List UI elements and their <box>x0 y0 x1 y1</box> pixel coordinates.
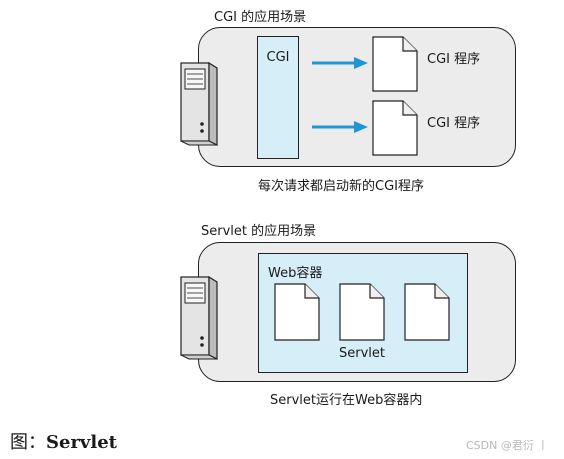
servlet-caption: Servlet运行在Web容器内 <box>270 393 423 408</box>
servlet-section-title: Servlet 的应用场景 <box>201 224 317 239</box>
document-icon <box>339 283 385 341</box>
document-icon <box>372 100 418 156</box>
document-icon <box>372 36 418 92</box>
document-icon <box>274 283 320 341</box>
watermark: CSDN @君衍 丨 <box>466 439 549 452</box>
cgi-section-title: CGI 的应用场景 <box>214 10 307 25</box>
arrow-right-icon <box>312 57 368 69</box>
cgi-box <box>257 36 299 159</box>
figure-caption-prefix: 图： <box>10 432 46 453</box>
cgi-program-label: CGI 程序 <box>427 52 481 67</box>
cgi-program-label: CGI 程序 <box>427 116 481 131</box>
cgi-box-label: CGI <box>266 50 290 65</box>
arrow-right-icon <box>312 121 368 133</box>
cgi-caption: 每次请求都启动新的CGI程序 <box>258 179 424 194</box>
document-icon <box>404 283 450 341</box>
cgi-panel <box>198 27 516 167</box>
servlet-label: Servlet <box>339 346 385 361</box>
figure-caption-name: Servlet <box>46 432 117 453</box>
figure-caption: 图：Servlet <box>10 428 117 454</box>
server-icon <box>180 62 218 146</box>
server-icon <box>180 276 218 360</box>
web-container-label: Web容器 <box>268 266 323 281</box>
